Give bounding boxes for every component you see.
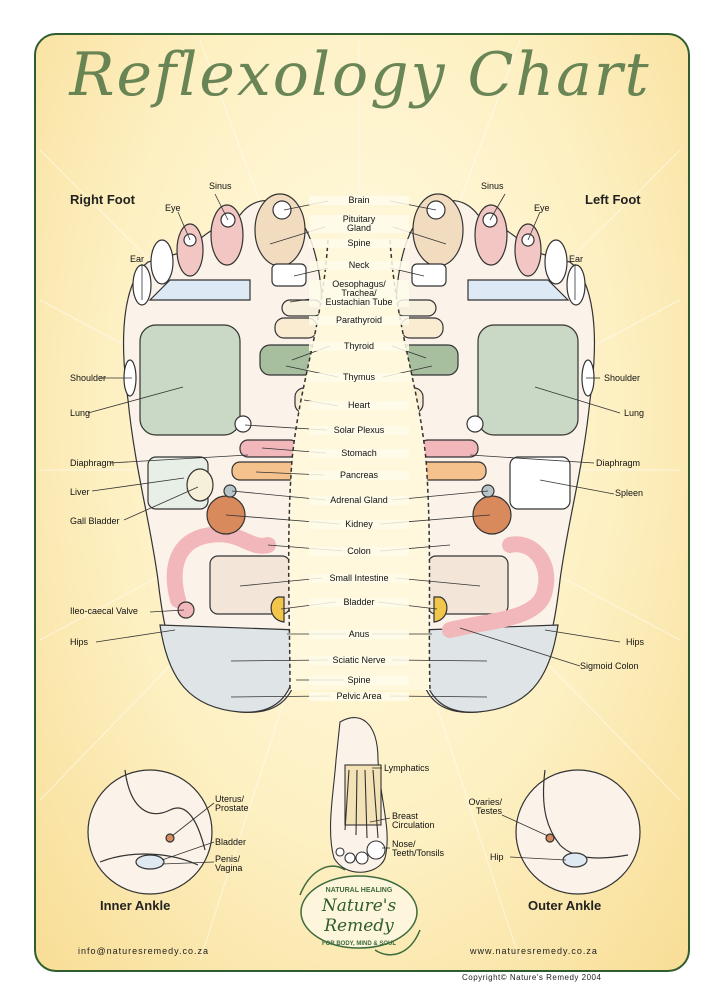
footer-email[interactable]: info@naturesremedy.co.za xyxy=(78,946,210,956)
label-sciatic: Sciatic Nerve xyxy=(309,656,409,665)
label-eye-left: Eye xyxy=(534,203,550,213)
label-shoulder-right: Shoulder xyxy=(70,373,107,383)
label-gall-bladder: Gall Bladder xyxy=(70,516,120,526)
label-spleen: Spleen xyxy=(615,488,644,498)
label-small-intestine: Small Intestine xyxy=(309,574,409,583)
label-bladder: Bladder xyxy=(309,598,409,607)
label-neck: Neck xyxy=(309,261,409,270)
label-heart: Heart xyxy=(309,401,409,410)
label-breast-circulation: Breast Circulation xyxy=(392,811,435,830)
logo-name-line2: Remedy xyxy=(324,916,394,936)
label-ovaries-testes: Ovaries/ Testes xyxy=(468,797,502,816)
logo-bottom-text: FOR BODY, MIND & SOUL xyxy=(321,941,396,947)
label-lung-left: Lung xyxy=(624,408,645,418)
label-pelvic: Pelvic Area xyxy=(309,692,409,701)
label-bladder-ankle: Bladder xyxy=(215,837,247,847)
label-solar-plexus: Solar Plexus xyxy=(309,426,409,435)
label-diaphragm-left: Diaphragm xyxy=(596,458,641,468)
label-sinus-left: Sinus xyxy=(481,181,504,191)
label-ileo-caecal-valve: Ileo-caecal Valve xyxy=(70,606,138,616)
logo-top-text: NATURAL HEALING xyxy=(325,887,393,894)
left-foot-heading: Left Foot xyxy=(585,192,641,207)
label-sigmoid-colon: Sigmoid Colon xyxy=(580,661,639,671)
label-brain: Brain xyxy=(309,196,409,205)
label-hips-left: Hips xyxy=(626,637,645,647)
label-colon: Colon xyxy=(309,547,409,556)
inner-ankle-caption: Inner Ankle xyxy=(100,898,171,913)
label-pituitary: Pituitary Gland xyxy=(309,215,409,233)
label-sinus-right: Sinus xyxy=(209,181,232,191)
inner-ankle-figure xyxy=(87,769,213,895)
label-liver: Liver xyxy=(70,487,90,497)
label-nose-teeth-tonsils: Nose/ Teeth/Tonsils xyxy=(392,839,445,858)
label-oesophagus: Oesophagus/ Trachea/ Eustachian Tube xyxy=(309,280,409,307)
right-foot-heading: Right Foot xyxy=(70,192,135,207)
label-lymphatics: Lymphatics xyxy=(384,763,430,773)
label-spine-bottom: Spine xyxy=(309,676,409,685)
label-thymus: Thymus xyxy=(309,373,409,382)
label-ear-left: Ear xyxy=(569,254,584,264)
label-adrenal: Adrenal Gland xyxy=(309,496,409,505)
label-uterus-prostate: Uterus/ Prostate xyxy=(215,794,249,813)
label-kidney: Kidney xyxy=(309,520,409,529)
label-thyroid: Thyroid xyxy=(309,342,409,351)
footer-copyright: Copyright© Nature's Remedy 2004 xyxy=(462,973,602,982)
label-pancreas: Pancreas xyxy=(309,471,409,480)
outer-ankle-figure xyxy=(515,769,641,895)
dorsal-foot xyxy=(329,717,388,873)
label-shoulder-left: Shoulder xyxy=(604,373,641,383)
label-anus: Anus xyxy=(309,630,409,639)
footer-website[interactable]: www.naturesremedy.co.za xyxy=(470,946,598,956)
label-parathyroid: Parathyroid xyxy=(309,316,409,325)
outer-ankle-caption: Outer Ankle xyxy=(528,898,602,913)
label-diaphragm-right: Diaphragm xyxy=(70,458,115,468)
label-penis-vagina: Penis/ Vagina xyxy=(215,854,243,873)
label-eye-right: Eye xyxy=(165,203,181,213)
label-lung-right: Lung xyxy=(70,408,91,418)
label-stomach: Stomach xyxy=(309,449,409,458)
label-ear-right: Ear xyxy=(130,254,145,264)
label-hips-right: Hips xyxy=(70,637,89,647)
logo-name-line1: Nature's xyxy=(321,896,397,916)
label-hip-ankle: Hip xyxy=(490,852,504,862)
label-spine-top: Spine xyxy=(309,239,409,248)
brand-logo xyxy=(299,865,421,956)
chart-title: Reflexology Chart xyxy=(69,40,651,110)
